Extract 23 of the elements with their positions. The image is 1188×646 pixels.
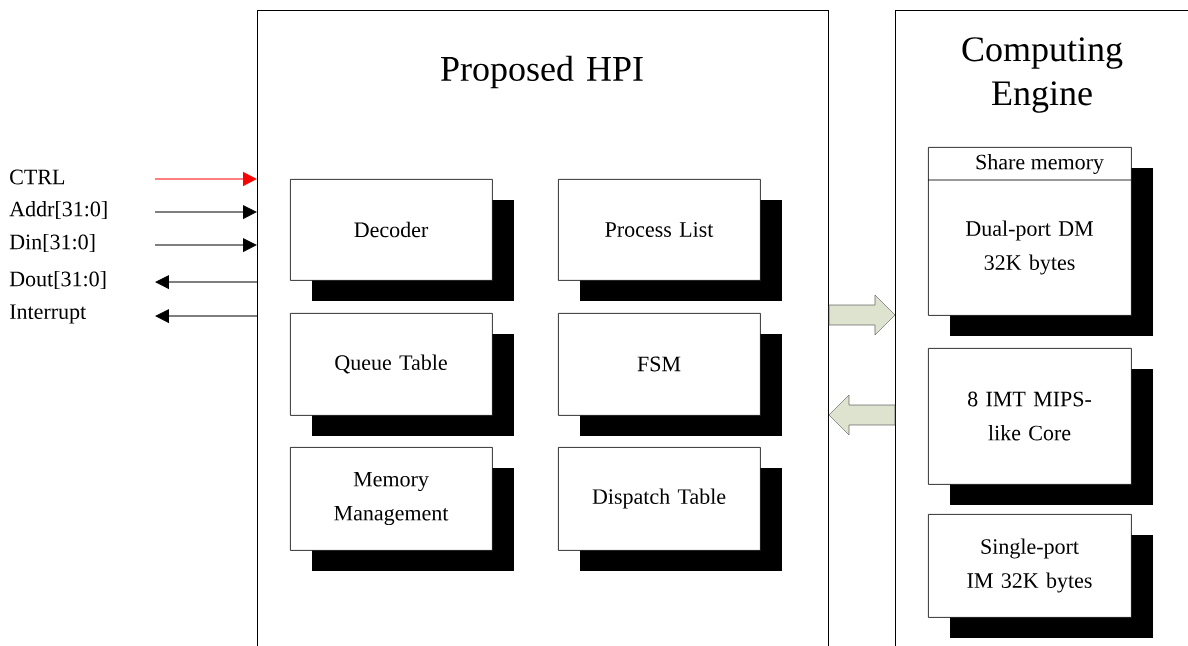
block-box: Queue Table: [290, 313, 514, 436]
block-box: Single-port IM 32K bytes: [928, 514, 1153, 638]
block-box: Dispatch Table: [558, 447, 782, 571]
signal-arrow: [154, 238, 257, 252]
signal-name: Addr[31:0]: [9, 200, 107, 220]
block-box: Share memory Dual-port DM 32K bytes: [927, 147, 1153, 336]
signal-arrow: [154, 205, 257, 219]
signal-name: Din[31:0]: [9, 233, 95, 253]
signal-name: Interrupt: [10, 304, 87, 324]
signal-name: Dout[31:0]: [9, 270, 106, 290]
signal-arrow: [155, 309, 258, 323]
signal-arrow: [155, 275, 258, 289]
block-arrow: [828, 394, 896, 436]
container-title: Computing Engine: [962, 37, 1123, 113]
block-arrow: [828, 294, 896, 336]
block-box: 8 IMT MIPS-like Core: [928, 348, 1153, 505]
block-box: Process List: [558, 179, 782, 301]
signal-name: CTRL: [10, 169, 65, 185]
container-title: Proposed HPI: [441, 55, 643, 89]
signal-arrow: [154, 172, 257, 186]
block-box: FSM: [558, 313, 782, 436]
block-box: Memory Management: [290, 447, 514, 571]
block-box: Decoder: [290, 179, 514, 301]
